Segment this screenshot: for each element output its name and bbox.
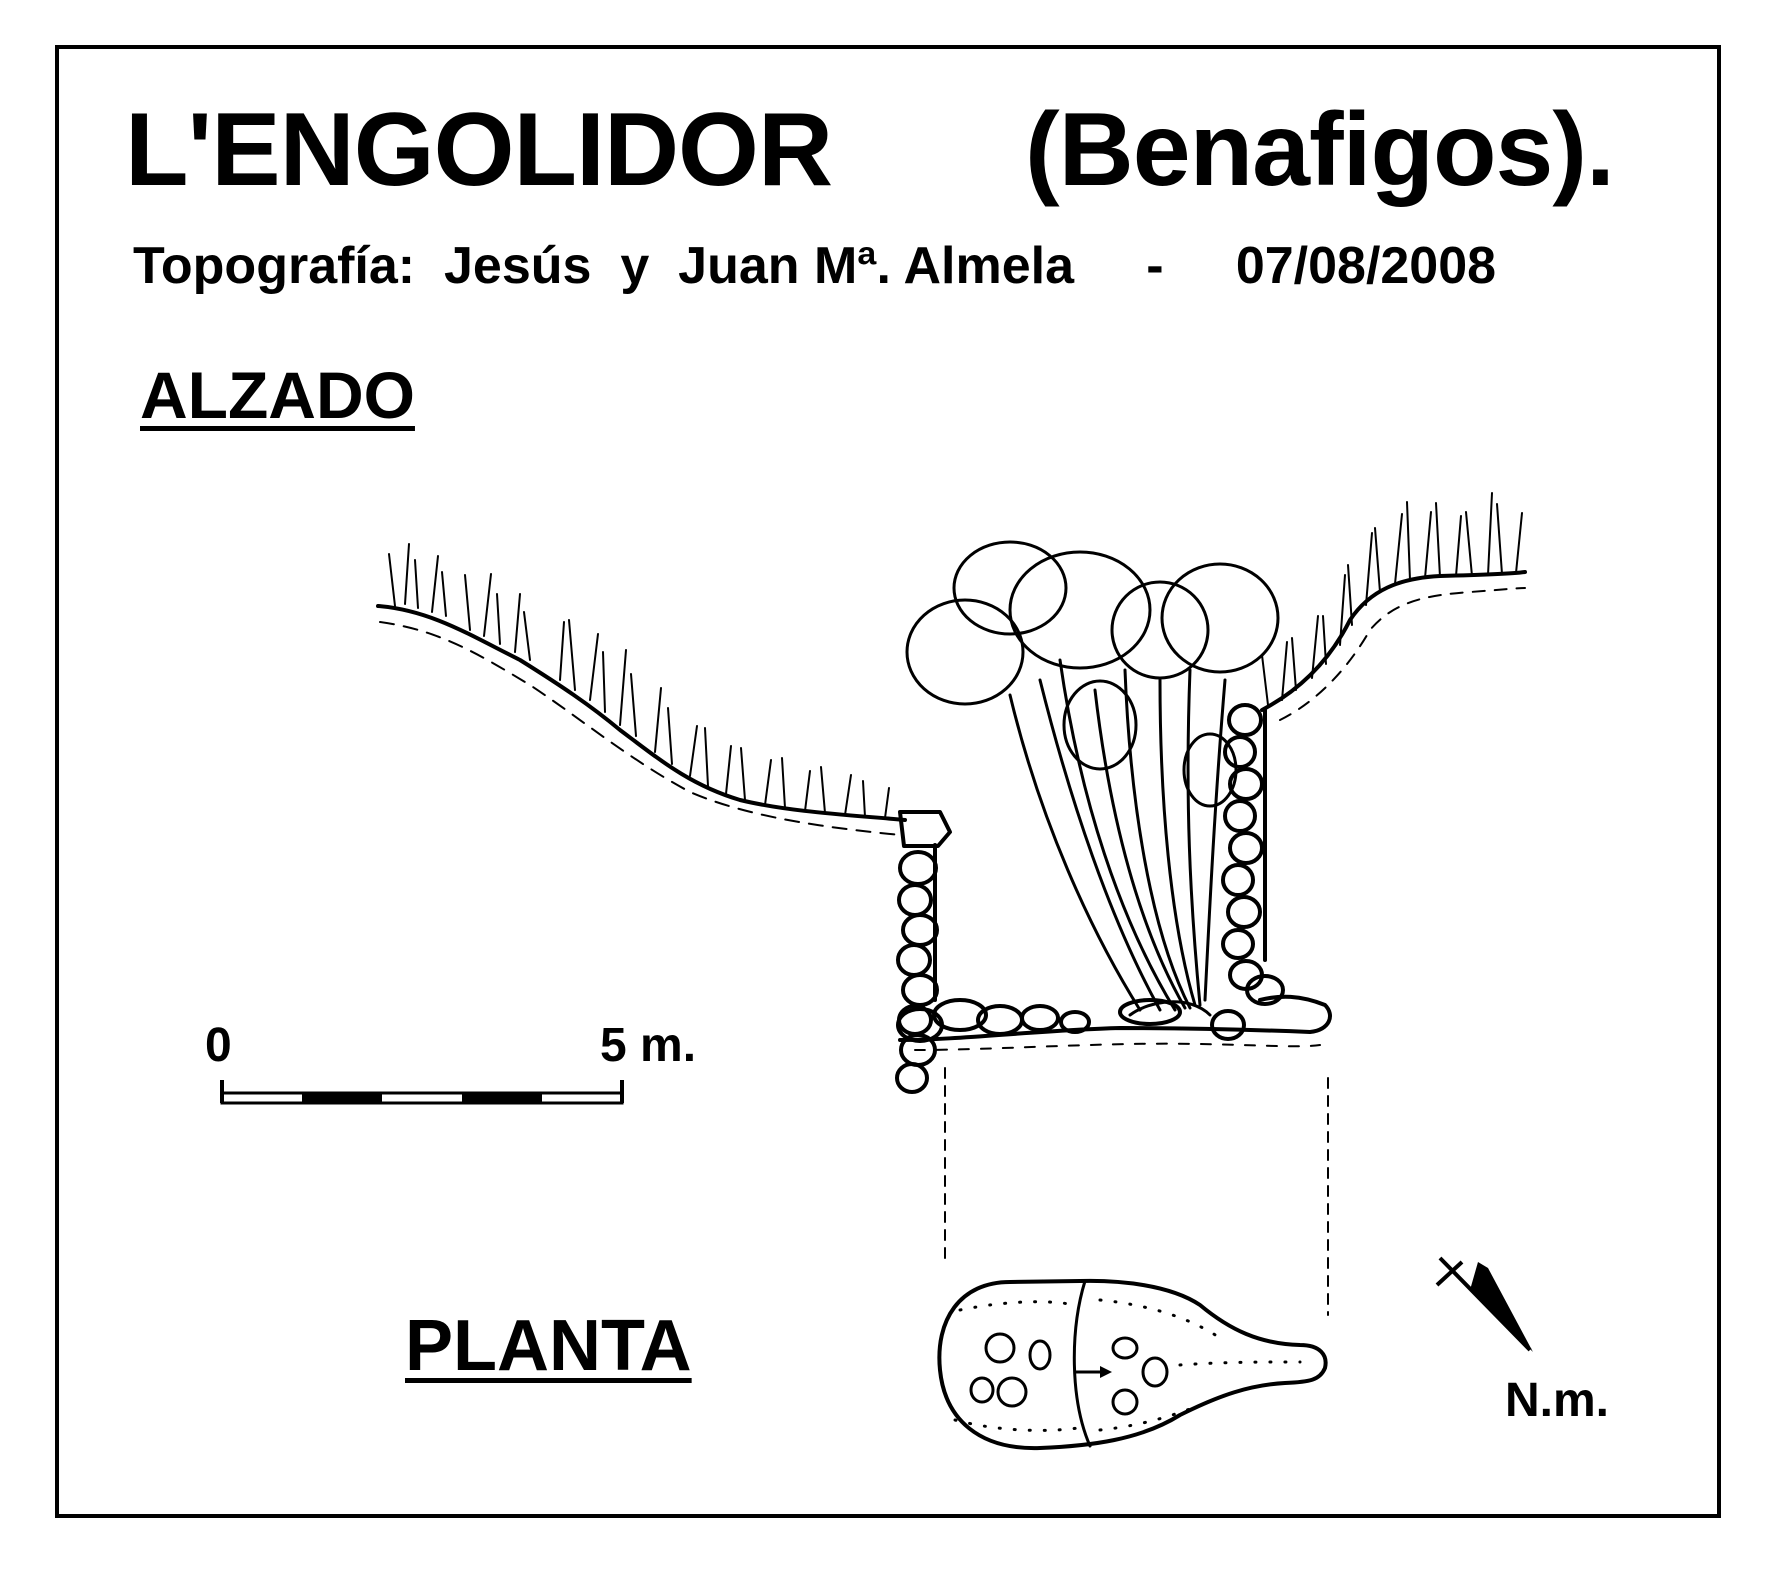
right-shaft-wall [1221,703,1285,1006]
elevation-profile [376,492,1527,1316]
scale-bar [220,1080,624,1105]
scale-segment-4 [462,1093,542,1103]
right-ground-line [1260,570,1527,712]
left-ground-texture [379,621,901,836]
plan-sediment-dots [953,1298,1302,1432]
left-grass [388,543,890,819]
shaft-floor-rocks [896,994,1332,1051]
north-label: N.m. [1505,1374,1610,1427]
map-frame [55,45,1721,1518]
scale-end-ticks [220,1080,624,1103]
right-ground-texture [1279,587,1526,721]
plan-direction-arrowhead [1100,1366,1112,1378]
shaft-floor-texture [914,1042,1321,1051]
scale-segment-2 [302,1093,382,1103]
scale-bar-outline [220,1091,624,1105]
tree-drawing [905,540,1280,1017]
survey-credits: Topografía: Jesús y Juan Mª. Almela - 07… [133,237,1497,295]
left-shaft-wall [895,810,952,1094]
cave-locality: (Benafigos). [1025,92,1615,208]
cave-title: L'ENGOLIDOR [125,92,833,208]
plan-outline [937,1278,1328,1451]
scale-start-label: 0 [205,1019,232,1072]
plan-view-label: PLANTA [405,1306,692,1386]
projection-lines [944,1067,1329,1316]
north-arrow-icon [1435,1256,1533,1352]
right-grass [1261,492,1523,706]
elevation-view-label: ALZADO [140,358,415,432]
plan-blocks [969,1332,1169,1416]
left-ground-line [376,604,907,822]
scale-end-label: 5 m. [600,1019,697,1072]
plan-step-line [1072,1279,1092,1448]
plan-boundary [937,1278,1328,1451]
